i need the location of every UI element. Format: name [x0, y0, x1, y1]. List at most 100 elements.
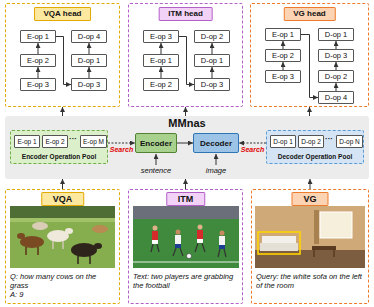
operation-box: D-op 1	[318, 28, 354, 41]
connector-arrow	[185, 107, 186, 116]
operation-label: E-op 3	[150, 32, 172, 41]
goat-legs	[53, 241, 63, 249]
pool-operation-box: D-op 1	[270, 135, 296, 148]
operation-box: D-op 3	[71, 78, 107, 91]
pool-operation-box: E-op 1	[14, 135, 40, 148]
operation-box: E-op 2	[265, 49, 301, 62]
goat-legs	[26, 247, 38, 255]
connector-arrow	[310, 179, 311, 189]
ellipsis: ···	[69, 134, 77, 143]
player-head	[198, 225, 203, 230]
connector-arrow	[336, 62, 337, 70]
operation-label: D-op 3	[78, 80, 101, 89]
connector-arrow	[283, 41, 284, 49]
pool-operation-box: E-op M	[80, 135, 107, 148]
grass	[10, 206, 115, 268]
curtain	[314, 210, 319, 244]
connector-arrow	[108, 143, 135, 144]
connector-arrow	[62, 107, 63, 116]
connector-arrow	[62, 179, 63, 189]
field-line	[133, 262, 239, 263]
operation-label: E-op 1	[27, 32, 49, 41]
head-box: VQA headE-op 1E-op 2E-op 3D-op 4D-op 1D-…	[5, 3, 120, 107]
goat-head	[65, 228, 73, 234]
connector-arrow	[177, 143, 193, 144]
operation-label: E-op 2	[150, 80, 172, 89]
operation-box: E-op 2	[143, 78, 179, 91]
head-title: VG head	[283, 7, 335, 21]
player-legs	[218, 249, 226, 257]
operation-box: D-op 3	[318, 49, 354, 62]
player-head	[220, 231, 225, 236]
task-sentence: A: 9	[10, 290, 115, 299]
sofa-seat	[260, 243, 298, 251]
task-sentence: Text: two players are grabbing the footb…	[133, 272, 238, 290]
operation-box: D-op 2	[194, 30, 230, 43]
operation-label: D-op 1	[273, 138, 293, 145]
connector-arrow	[301, 35, 318, 98]
player-shirt	[175, 235, 181, 244]
task-sentence: Q: how many cows on the grass	[10, 272, 115, 290]
player-shorts	[152, 240, 158, 244]
player-shorts	[197, 239, 203, 243]
pool-operation-box: D-op 2	[298, 135, 324, 148]
operation-label: D-op 2	[301, 138, 321, 145]
operation-label: D-op 3	[325, 51, 348, 60]
operation-label: E-op 2	[272, 51, 294, 60]
operation-label: D-op 3	[201, 80, 224, 89]
football-photo	[133, 206, 239, 268]
operation-label: D-op 2	[325, 72, 348, 81]
operation-box: D-op 3	[194, 78, 230, 91]
operation-label: E-op 2	[45, 138, 64, 145]
operation-box: E-op 3	[265, 70, 301, 83]
crowd	[133, 206, 239, 219]
operation-box: D-op 4	[318, 91, 354, 104]
room-photo	[255, 206, 365, 268]
connector-arrow	[161, 67, 162, 78]
connector-arrow	[38, 67, 39, 78]
goat	[71, 243, 97, 257]
head-box: VG headE-op 1E-op 2E-op 3D-op 1D-op 3D-o…	[250, 3, 369, 107]
player-legs	[151, 244, 159, 252]
grass-edge	[10, 218, 115, 222]
ellipsis: ···	[325, 134, 333, 143]
module-label: Encoder	[140, 139, 172, 148]
goat-legs	[78, 256, 90, 264]
operation-label: D-op N	[339, 138, 360, 145]
pool-operation-box: E-op 2	[42, 135, 68, 148]
operation-box: D-op 1	[71, 54, 107, 67]
wall	[255, 206, 365, 268]
operation-box: E-op 3	[20, 78, 56, 91]
operation-label: E-op 1	[17, 138, 36, 145]
cows-photo	[10, 206, 115, 268]
connector-arrow	[38, 43, 39, 54]
football	[187, 254, 192, 259]
connector-arrow	[212, 43, 213, 54]
task-text: Query: the white sofa on the left of the…	[256, 272, 364, 290]
input-label: sentence	[141, 166, 171, 175]
pool-operation-box: D-op N	[336, 135, 363, 148]
task-box: ITMText: two players are grabbing the fo…	[128, 189, 243, 304]
operation-box: D-op 1	[194, 54, 230, 67]
connector-arrow	[89, 43, 90, 54]
connector-arrow	[56, 37, 71, 85]
mmnas-panel: MMnasEncoder Operation PoolE-op 1E-op 2E…	[5, 116, 369, 179]
operation-label: D-op 2	[201, 32, 224, 41]
floor	[255, 250, 365, 268]
connector-arrow	[309, 107, 310, 116]
head-box: ITM headE-op 3E-op 1E-op 2D-op 2D-op 1D-…	[128, 3, 243, 107]
core-module: Encoder	[135, 133, 177, 153]
field	[133, 206, 239, 268]
operation-box: E-op 2	[20, 54, 56, 67]
pool-label: Encoder Operation Pool	[22, 153, 96, 160]
connector-arrow	[239, 143, 266, 144]
operation-label: E-op 2	[27, 56, 49, 65]
input-label: image	[206, 166, 226, 175]
player-shirt	[197, 230, 203, 239]
trees	[10, 206, 115, 218]
operation-pool: Decoder Operation PoolD-op 1D-op 2D-op N	[266, 130, 364, 164]
player-shorts	[175, 244, 181, 248]
head-title: VQA head	[34, 7, 92, 21]
connector-arrow	[212, 67, 213, 78]
sentence-arrow	[156, 154, 157, 165]
